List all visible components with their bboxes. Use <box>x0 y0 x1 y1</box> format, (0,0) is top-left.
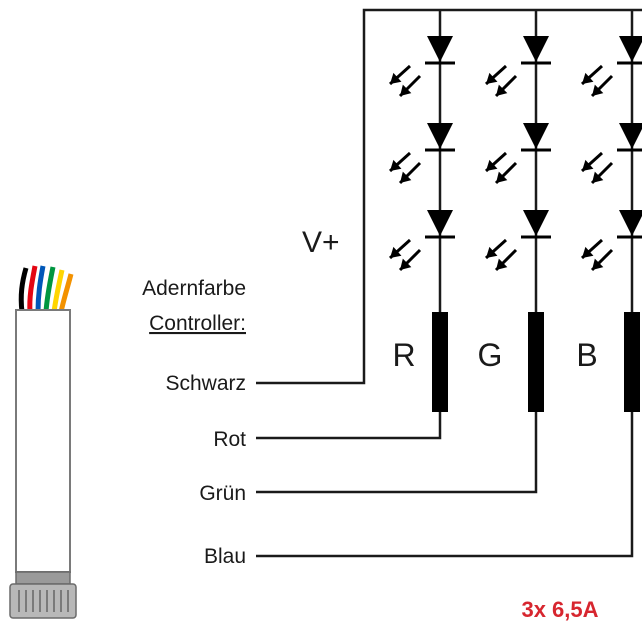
header-title-line1: Adernfarbe <box>142 277 246 300</box>
led-b-3 <box>580 210 642 272</box>
led-r-2 <box>388 123 455 185</box>
channel-label-g: G <box>478 337 503 373</box>
circuit-lines <box>256 8 642 558</box>
cable-illustration <box>9 265 77 619</box>
led-g-1 <box>484 36 551 98</box>
wire-end-orange <box>58 273 74 313</box>
wire-end-green <box>43 266 56 313</box>
vplus-line <box>256 8 642 385</box>
wire-label-schwarz: Schwarz <box>165 372 246 395</box>
cable-gland-icon <box>9 571 77 619</box>
wire-label-rot: Rot <box>213 428 246 451</box>
led-r-1 <box>388 36 455 98</box>
cable-jacket <box>15 309 71 573</box>
current-rating: 3x 6,5A <box>521 597 598 622</box>
red-return-line <box>256 412 442 440</box>
wire-end-yellow <box>51 269 65 313</box>
led-array <box>388 36 642 272</box>
led-r-3 <box>388 210 455 272</box>
channel-label-b: B <box>576 337 597 373</box>
channel-label-r: R <box>392 337 415 373</box>
wire-end-black <box>18 267 29 313</box>
header-title-line2: Controller: <box>149 312 246 335</box>
led-b-1 <box>580 36 642 98</box>
resistor-r <box>432 312 448 412</box>
wire-end-red <box>27 265 38 313</box>
wire-end-blue <box>35 265 46 313</box>
blue-return-line <box>256 412 634 558</box>
cable-wire-ends <box>18 265 74 313</box>
led-g-3 <box>484 210 551 272</box>
green-return-line <box>256 412 538 494</box>
supply-label: V+ <box>302 226 340 259</box>
wire-label-blau: Blau <box>204 545 246 568</box>
resistor-g <box>528 312 544 412</box>
resistor-b <box>624 312 640 412</box>
led-g-2 <box>484 123 551 185</box>
wire-label-gruen: Grün <box>199 482 246 505</box>
led-b-2 <box>580 123 642 185</box>
